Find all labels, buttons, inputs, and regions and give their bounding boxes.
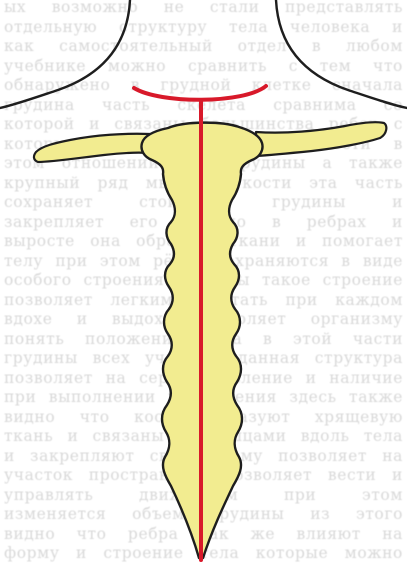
jugular-notch-arc [134, 86, 266, 100]
left-neck-contour [0, 0, 130, 108]
right-clavicle [256, 122, 386, 156]
right-neck-contour [276, 0, 407, 108]
left-clavicle [34, 134, 150, 162]
